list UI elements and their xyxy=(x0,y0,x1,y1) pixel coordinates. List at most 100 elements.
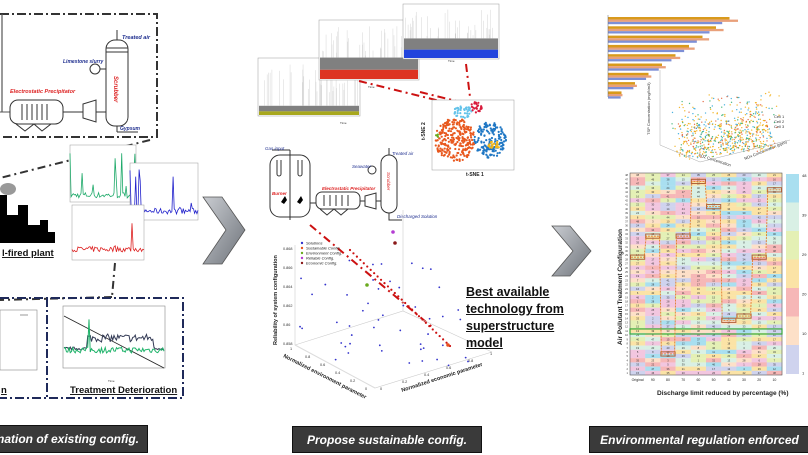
scatter-point xyxy=(686,133,689,135)
y-tick: 0.8 xyxy=(305,355,310,359)
heatmap-cell-value: 11 xyxy=(773,333,776,337)
heatmap-cell-value: 20 xyxy=(727,194,730,198)
heatmap-cell xyxy=(675,316,691,321)
heatmap-cell xyxy=(660,290,676,296)
heatmap-cell-value: 3 xyxy=(698,371,700,375)
tsne-point xyxy=(488,132,491,135)
tsne-point xyxy=(482,128,485,131)
heatmap-cell-value: 6 xyxy=(728,308,730,312)
solution-point xyxy=(335,321,338,324)
heatmap-cell xyxy=(630,215,646,220)
heatmap-cell-value: 41 xyxy=(773,253,776,257)
scatter-point xyxy=(713,140,715,142)
scatter-point xyxy=(722,114,724,116)
scatter-point xyxy=(739,101,741,104)
tsne-point xyxy=(442,125,445,128)
heatmap-cell-value: 24 xyxy=(727,291,730,295)
heatmap-cell-value: 7 xyxy=(713,224,715,228)
heatmap-cell-value: 41 xyxy=(667,194,670,198)
heatmap-y-tick: 38 xyxy=(625,215,628,219)
heatmap-cell xyxy=(736,265,752,270)
bar-blue xyxy=(608,21,723,25)
heatmap-cell-value: 37 xyxy=(727,224,730,228)
heatmap-cell-value: 25 xyxy=(727,257,730,261)
y-tick: 1 xyxy=(290,347,292,351)
heatmap-cell xyxy=(766,349,783,355)
tsne-point xyxy=(485,126,488,129)
tsne-point xyxy=(501,131,504,134)
legend-marker xyxy=(300,246,304,250)
heatmap-cell-value: 46 xyxy=(758,173,761,177)
scatter-point xyxy=(755,106,757,109)
heatmap-x-tick: 60 xyxy=(696,378,700,382)
scatter-point xyxy=(734,119,736,122)
tsne-point xyxy=(453,121,456,124)
next-step-arrow-2 xyxy=(551,225,592,277)
heatmap-cell-value: 5 xyxy=(774,354,776,358)
heatmap-cell-value: 24 xyxy=(727,270,730,274)
scatter-point xyxy=(758,128,760,131)
heatmap-cell-value: 2 xyxy=(652,316,654,320)
scatter-point xyxy=(763,144,766,146)
tsne-point xyxy=(459,108,462,112)
heatmap-cell xyxy=(706,345,722,350)
heatmap-y-tick: 6 xyxy=(627,350,629,354)
heatmap-cell-value: 46 xyxy=(651,262,654,266)
scatter-point xyxy=(755,134,757,136)
heatmap-cell xyxy=(645,189,661,195)
heatmap-cell-value: 9 xyxy=(637,177,639,181)
heatmap-cell xyxy=(675,303,691,308)
tsne-point xyxy=(494,146,498,149)
heatmap-cell-value: 33 xyxy=(743,325,746,329)
heatmap-cell xyxy=(766,210,783,216)
heatmap-cell xyxy=(736,210,752,216)
heatmap-cell xyxy=(736,274,752,279)
heatmap-cell xyxy=(690,274,707,279)
scatter-point xyxy=(699,149,701,151)
heatmap-cell-value: 24 xyxy=(682,173,685,177)
heatmap-cell xyxy=(690,307,707,313)
heatmap-cell-value: 27 xyxy=(667,236,670,240)
scatter-point xyxy=(699,118,701,121)
heatmap-cell-value: 45 xyxy=(712,342,715,346)
heatmap-cell-value: 38 xyxy=(712,333,715,337)
heatmap-cell-value: 3 xyxy=(652,220,654,224)
heatmap-cell xyxy=(706,181,722,186)
scatter-point xyxy=(685,156,687,158)
heatmap-cell xyxy=(706,261,722,266)
heatmap-cell xyxy=(721,215,737,220)
heatmap-cell-value: 18 xyxy=(727,232,730,236)
heatmap-cell-value: 44 xyxy=(682,262,685,266)
heatmap-cell xyxy=(675,269,691,275)
heatmap-cell xyxy=(721,181,737,186)
scatter-point xyxy=(688,150,690,153)
scatter-point xyxy=(723,104,726,106)
heatmap-cell-value: 30 xyxy=(651,190,654,194)
heatmap-cell-value: 23 xyxy=(773,262,776,266)
scatter-point xyxy=(757,128,759,131)
scatter-point xyxy=(690,143,692,145)
scatter-point xyxy=(731,127,733,129)
tsne-point xyxy=(468,138,471,142)
heatmap-cell-value: 22 xyxy=(758,198,761,202)
tsne-point xyxy=(484,149,487,152)
existing-process-box: Treated air Limestone slurry Scrubber El… xyxy=(0,13,158,138)
scatter-point xyxy=(727,134,729,136)
scatter-point xyxy=(765,130,767,132)
heatmap-cell-value: 25 xyxy=(743,333,746,337)
heatmap-cell xyxy=(751,261,767,266)
heatmap-cell-value: 22 xyxy=(773,270,776,274)
heatmap-cell-value: 24 xyxy=(636,333,639,337)
scatter-point xyxy=(742,142,745,145)
heatmap-cell-value: 17 xyxy=(727,203,730,207)
tsne-point xyxy=(460,127,463,131)
heatmap-cell-value: 18 xyxy=(682,337,685,341)
scatter-point xyxy=(724,115,726,118)
heatmap-cell xyxy=(766,202,783,207)
heatmap-cell-value: 32 xyxy=(712,358,715,362)
scatter-point xyxy=(734,136,736,139)
heatmap-cell xyxy=(675,202,691,207)
scatter-point xyxy=(729,145,732,147)
heatmap-cell-value: 35 xyxy=(712,186,715,190)
heatmap-cell-value: 14 xyxy=(758,190,761,194)
